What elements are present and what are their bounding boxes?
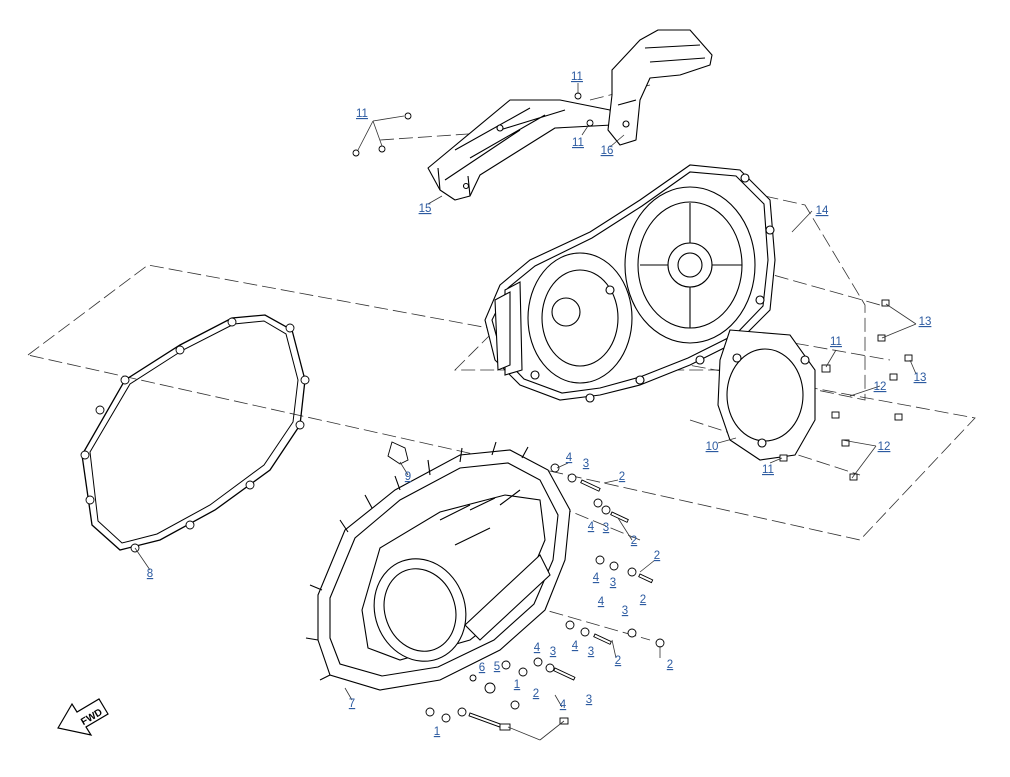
callout-14: 14 (816, 205, 829, 217)
callout-4: 4 (566, 452, 573, 464)
callout-3: 3 (622, 605, 628, 617)
seal-plate (717, 329, 816, 461)
callout-3: 3 (588, 646, 594, 658)
air-duct-bracket (607, 29, 713, 146)
callout-leader-lines (134, 83, 917, 741)
callout-2: 2 (654, 550, 660, 562)
heat-shield-bracket (427, 99, 613, 201)
callout-15: 15 (419, 203, 432, 215)
forward-direction-arrow: FWD (57, 698, 109, 736)
callout-3: 3 (583, 458, 589, 470)
callout-12: 12 (878, 441, 891, 453)
callout-6: 6 (479, 662, 485, 674)
bolt-group-outer-cover (425, 463, 665, 731)
callout-10: 10 (706, 441, 719, 453)
callout-16: 16 (601, 145, 614, 157)
callout-11: 11 (571, 71, 583, 83)
callout-5: 5 (494, 661, 500, 673)
bolts-and-washers (352, 92, 913, 731)
callout-2: 2 (619, 471, 625, 483)
callout-11: 11 (830, 336, 842, 348)
callout-9: 9 (405, 471, 411, 483)
callout-4: 4 (534, 642, 541, 654)
callout-4: 4 (598, 596, 605, 608)
callout-2: 2 (615, 655, 621, 667)
callout-11: 11 (762, 464, 774, 476)
callout-2: 2 (640, 594, 646, 606)
callout-7: 7 (349, 698, 355, 710)
callout-1: 4 (560, 699, 567, 711)
callout-2: 2 (631, 535, 637, 547)
callout-4: 1 (514, 679, 520, 691)
temperature-sensor (387, 441, 409, 465)
bolt-group-brackets (352, 92, 594, 157)
callout-3: 2 (533, 688, 539, 700)
callout-2: 2 (667, 659, 673, 671)
callout-4: 4 (593, 572, 600, 584)
callout-11: 11 (356, 108, 368, 120)
callout-4: 1 (434, 726, 440, 738)
callout-3: 3 (610, 577, 616, 589)
bolt-group-inner-housing (779, 299, 913, 481)
fwd-arrow-icon (57, 698, 109, 736)
callout-4: 4 (588, 521, 595, 533)
cover-gasket (80, 314, 310, 553)
callout-13: 13 (914, 372, 927, 384)
callout-3: 3 (550, 646, 556, 658)
callout-12: 12 (874, 381, 887, 393)
callout-4: 4 (572, 640, 579, 652)
callout-2: 3 (586, 694, 592, 706)
callout-13: 13 (919, 316, 932, 328)
callout-8: 8 (147, 568, 153, 580)
callout-labels: 11 11 11 16 15 14 13 13 11 12 12 10 11 9… (147, 71, 932, 738)
inner-cvt-housing (484, 164, 776, 403)
callout-11: 11 (572, 137, 584, 149)
callout-3: 3 (603, 522, 609, 534)
outer-cvt-cover (305, 441, 571, 691)
